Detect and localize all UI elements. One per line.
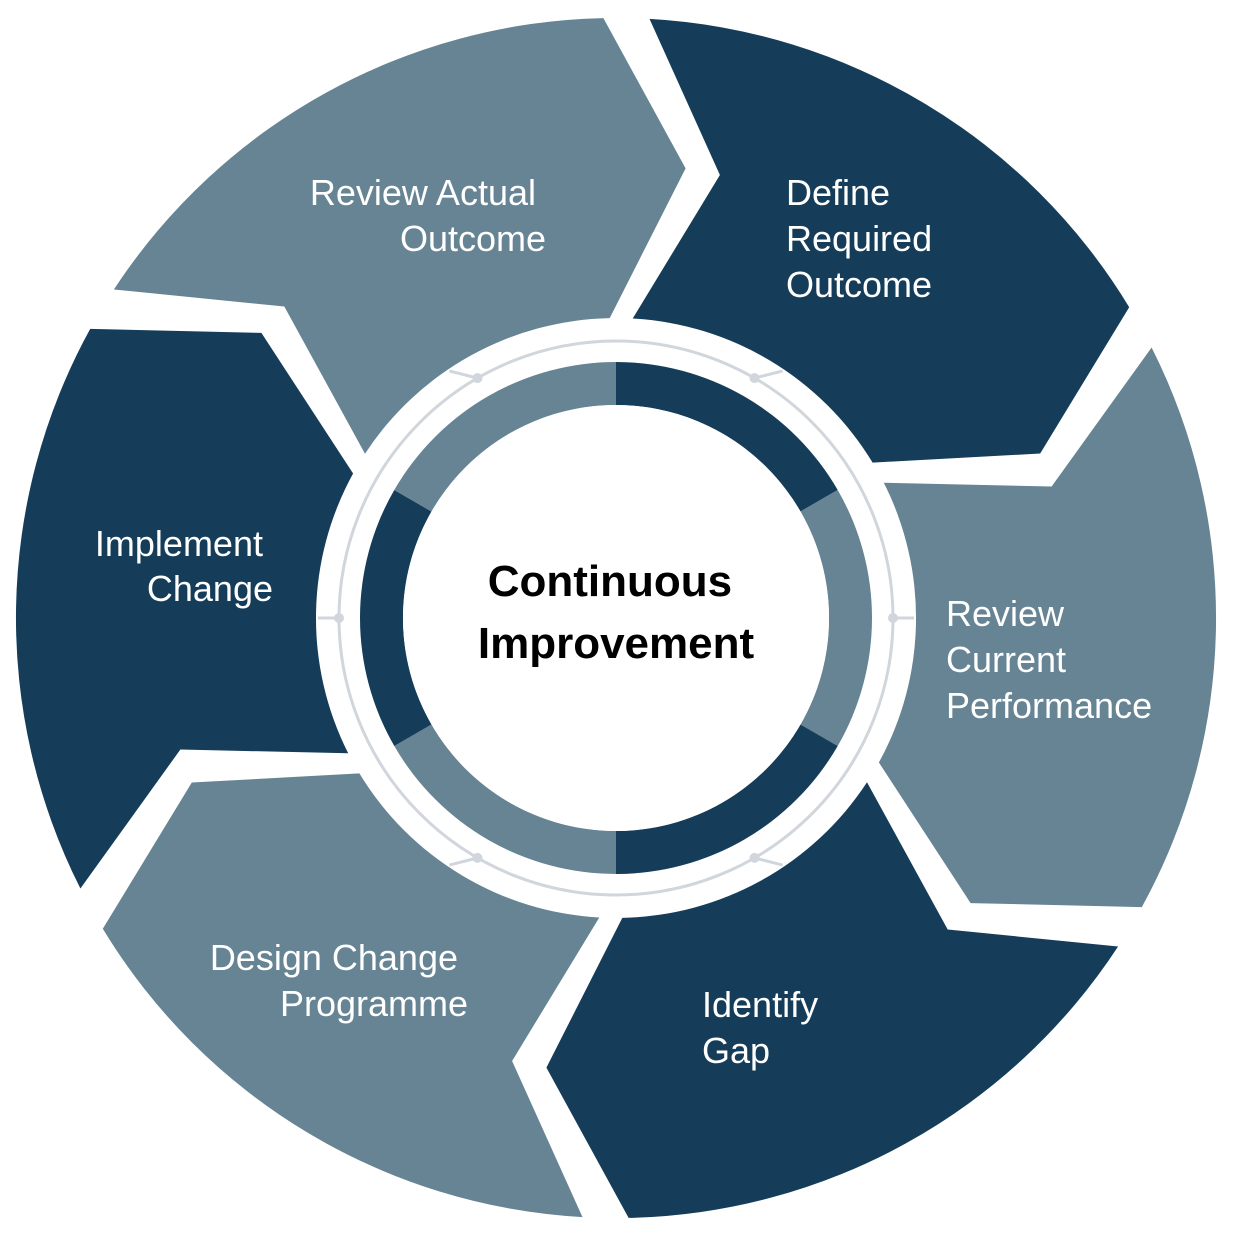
inner-ring-segment [800,490,872,746]
inner-ring [360,362,872,874]
inner-ring-segment [360,490,432,746]
cycle-segment-5 [15,328,354,889]
segment-label-implement-change: Implement Change [95,523,273,609]
segment-label-design-change-programme: Design Change Programme [210,937,468,1024]
inner-ring-segment [394,362,616,512]
segment-label-review-actual-outcome: Review Actual Outcome [310,172,546,259]
cycle-segment-3 [546,782,1119,1218]
cycle-segment-4 [102,773,600,1218]
cycle-segment-1 [632,18,1130,463]
inner-ring-segment [394,724,616,874]
ring-dot [472,373,483,384]
center-title: Continuous Improvement [478,557,755,668]
cycle-segment-6 [113,18,686,454]
segment-label-define-required-outcome: Define Required Outcome [786,172,942,305]
ring-dot [472,852,483,863]
ring-dot [888,613,898,623]
thin-ring [318,339,914,897]
inner-ring-segment [616,362,838,512]
cycle-segment-2 [878,347,1217,908]
inner-ring-segment [616,724,838,874]
outer-segments [15,18,1217,1218]
center-circle [403,405,829,831]
ring-dot [749,373,760,384]
segment-label-review-current-performance: Review Current Performance [946,593,1152,726]
ring-dot [749,852,760,863]
segment-label-identify-gap: Identify Gap [702,984,828,1071]
ring-dot [334,613,344,623]
